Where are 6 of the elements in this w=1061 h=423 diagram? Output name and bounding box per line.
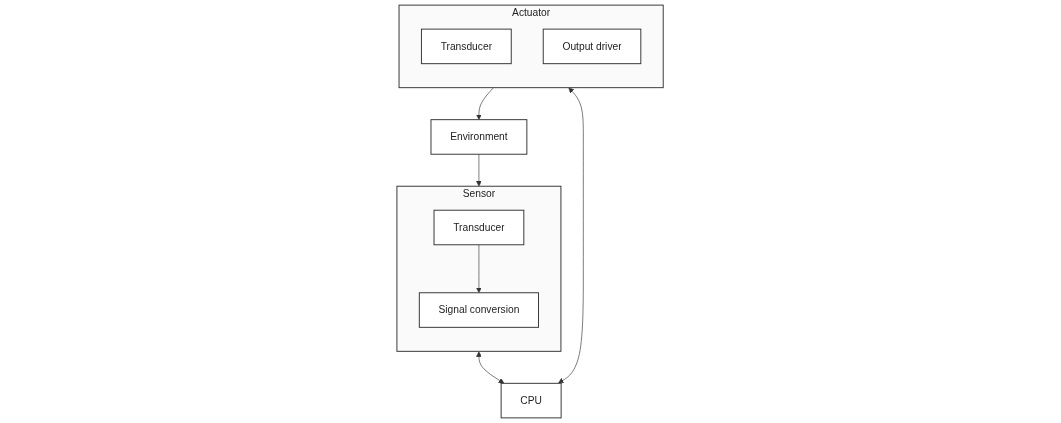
node-box: CPU [501, 382, 563, 419]
node-box: Output driver [543, 28, 642, 65]
node-box: Transducer [433, 209, 525, 246]
node-box: Environment [430, 119, 528, 155]
node-box: Signal conversion [419, 292, 540, 328]
node-box: Transducer [421, 28, 513, 65]
